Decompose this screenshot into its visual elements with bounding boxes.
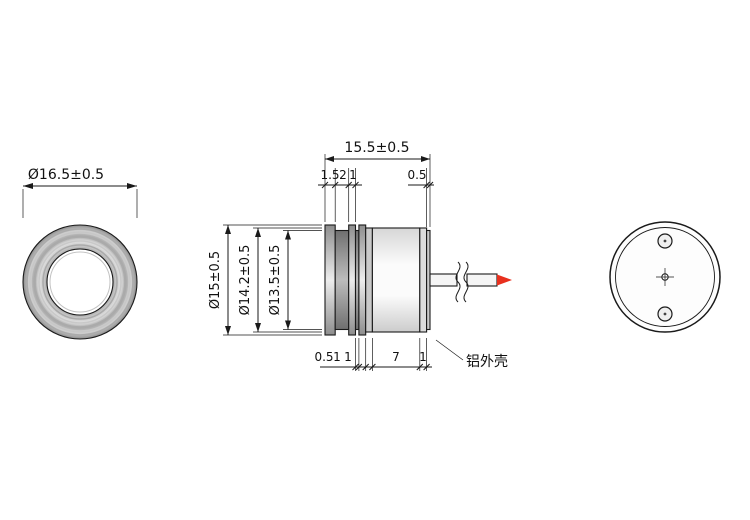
bottom-dim-label: 1	[344, 350, 352, 364]
groove	[334, 229, 350, 331]
wire-segment	[466, 273, 498, 287]
front-ring	[22, 224, 138, 340]
wire-red-tip	[497, 274, 512, 286]
pin-hole-top-center	[663, 239, 667, 243]
pin-hole-bottom-center	[663, 312, 667, 316]
top-dims: 1.5 2 1 0.5	[318, 168, 434, 227]
material-label: 铝外壳	[466, 353, 508, 370]
front-diameter-label: Ø16.5±0.5	[28, 167, 104, 183]
dim-arrow-down	[285, 320, 291, 330]
rear-view	[609, 221, 721, 333]
brushed-texture	[34, 236, 126, 328]
brushed-texture	[26, 228, 134, 336]
rear-ring	[419, 227, 428, 333]
front-flange	[324, 224, 336, 336]
bottom-dim-label: 7	[392, 350, 400, 364]
rib	[348, 224, 357, 336]
main-housing	[371, 227, 421, 333]
bottom-dim-label: 0.5	[314, 350, 333, 364]
dim-arrow-up	[285, 230, 291, 240]
material-callout: 铝外壳	[435, 339, 508, 370]
step-ring	[365, 227, 373, 333]
dim-tick	[426, 181, 434, 189]
hole-highlight	[49, 251, 111, 313]
top-dim-label: 1.5	[320, 168, 339, 182]
bottom-dim-label: 1	[333, 350, 341, 364]
dim-arrow-right	[127, 183, 137, 189]
dim-arrow-left	[325, 156, 334, 162]
dim-arrow-up	[225, 225, 231, 234]
diameter-label: Ø13.5±0.5	[268, 245, 283, 316]
dim-arrow-left	[23, 183, 33, 189]
dim-arrow-right	[421, 156, 430, 162]
center-mark-icon	[656, 268, 674, 286]
leader-line	[435, 339, 464, 361]
rear-inner-circle	[615, 227, 715, 327]
dim-tick	[321, 181, 329, 189]
break-line-icon	[455, 261, 461, 303]
wire	[429, 261, 512, 303]
bottom-dims: 0.5 1 1 7 1	[314, 338, 432, 371]
dim-arrow-down	[225, 326, 231, 335]
brushed-texture	[38, 240, 122, 324]
break-line-icon	[463, 261, 469, 303]
bottom-dim-label: 1	[419, 350, 427, 364]
dim-arrow-up	[255, 228, 261, 237]
rib	[358, 224, 367, 336]
top-dim-label: 0.5	[407, 168, 426, 182]
diameter-dims: Ø15±0.5 Ø14.2±0.5 Ø13.5±0.5	[208, 224, 322, 336]
diameter-label: Ø15±0.5	[208, 251, 223, 309]
side-view: 15.5±0.5 1.5 2 1 0.5	[208, 140, 512, 371]
ring-inner-hole	[46, 248, 114, 316]
diameter-label: Ø14.2±0.5	[238, 245, 253, 316]
overall-length-label: 15.5±0.5	[344, 140, 409, 156]
front-view: Ø16.5±0.5	[22, 167, 138, 340]
brushed-texture	[42, 244, 118, 320]
wire-segment	[429, 273, 458, 287]
top-dim-label: 1	[349, 168, 357, 182]
dim-arrow-down	[255, 323, 261, 332]
sensor-body	[324, 224, 431, 336]
overall-length-dim: 15.5±0.5	[324, 140, 431, 227]
top-dim-label: 2	[339, 168, 347, 182]
brushed-texture	[30, 232, 130, 332]
front-view-diameter-dim: Ø16.5±0.5	[22, 167, 138, 218]
